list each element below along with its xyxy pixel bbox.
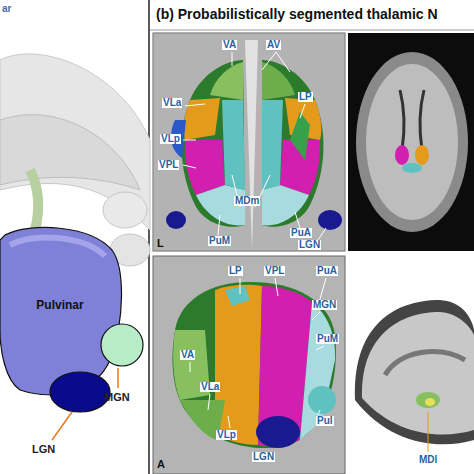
illustration-path bbox=[262, 62, 295, 100]
illustration-rect bbox=[153, 33, 345, 251]
figure-title: (b) Probabilistically segmented thalamic… bbox=[156, 6, 438, 22]
illustration-path bbox=[300, 302, 335, 440]
illustration-line bbox=[262, 52, 276, 70]
illustration-line bbox=[117, 368, 119, 388]
illustration-line bbox=[318, 228, 326, 240]
illustration-line bbox=[318, 410, 320, 415]
illustration-path bbox=[262, 185, 309, 225]
illustration-ellipse bbox=[395, 145, 409, 165]
illustration-rect bbox=[150, 0, 474, 30]
illustration-path bbox=[185, 140, 225, 195]
illustration-path bbox=[0, 54, 150, 230]
nucleus-label: PuA bbox=[316, 266, 338, 276]
illustration-circle bbox=[101, 324, 143, 366]
illustration-line bbox=[218, 215, 220, 235]
nucleus-label: VA bbox=[180, 350, 195, 360]
nucleus-label: VLa bbox=[200, 382, 220, 392]
illustration-line bbox=[428, 412, 429, 452]
illustration-path bbox=[400, 90, 424, 150]
illustration-rect bbox=[153, 33, 345, 251]
nucleus-label: LGN bbox=[252, 452, 275, 462]
illustration-path bbox=[225, 286, 250, 306]
illustration-path bbox=[0, 227, 122, 394]
illustration-path bbox=[385, 352, 465, 375]
illustration-ellipse bbox=[425, 398, 435, 406]
nucleus-label: MDm bbox=[234, 196, 260, 206]
nucleus-label: VLp bbox=[216, 430, 237, 440]
illustration-rect bbox=[0, 0, 150, 474]
illustration-path bbox=[222, 100, 245, 190]
nucleus-label: MGN bbox=[104, 392, 130, 403]
nucleus-label: LGN bbox=[298, 240, 321, 250]
illustration-line bbox=[190, 362, 191, 372]
illustration-ellipse bbox=[415, 145, 429, 165]
nucleus-label: MDl bbox=[418, 455, 438, 465]
illustration-ellipse bbox=[256, 416, 300, 448]
illustration-ellipse bbox=[356, 52, 468, 232]
illustration-path bbox=[210, 62, 243, 100]
illustration-line bbox=[52, 412, 72, 440]
illustration-path bbox=[215, 285, 262, 445]
nucleus-label: Pul bbox=[316, 416, 334, 426]
nucleus-label: AV bbox=[266, 40, 281, 50]
nucleus-label: VA bbox=[222, 40, 237, 50]
nucleus-label: PuM bbox=[208, 236, 231, 246]
illustration-path bbox=[30, 170, 38, 230]
illustration-path bbox=[362, 312, 474, 435]
illustration-line bbox=[183, 140, 196, 141]
illustration-rect bbox=[348, 33, 474, 251]
illustration-line bbox=[148, 0, 150, 474]
illustration-path bbox=[10, 237, 105, 256]
pulvinar-region: Pulvinar bbox=[12, 290, 108, 320]
nucleus-label: LP bbox=[228, 266, 243, 276]
illustration-path bbox=[262, 100, 283, 190]
illustration-path bbox=[245, 40, 258, 250]
illustration-line bbox=[276, 52, 290, 72]
nucleus-label: LP bbox=[298, 92, 313, 102]
illustration-ellipse bbox=[366, 64, 458, 220]
illustration-line bbox=[300, 104, 305, 118]
nucleus-label: A bbox=[157, 459, 165, 470]
region-label: Pulvinar bbox=[36, 298, 83, 312]
illustration-line bbox=[150, 30, 474, 31]
illustration-ellipse bbox=[50, 372, 110, 412]
illustration-ellipse bbox=[402, 163, 422, 173]
illustration-line bbox=[240, 278, 241, 294]
illustration-ellipse bbox=[318, 210, 342, 230]
illustration-line bbox=[295, 212, 300, 228]
nucleus-label: PuM bbox=[316, 334, 339, 344]
illustration-line bbox=[228, 416, 230, 428]
illustration-path bbox=[262, 60, 323, 227]
illustration-line bbox=[312, 312, 320, 320]
illustration-line bbox=[316, 346, 324, 350]
nucleus-label: PuA bbox=[290, 228, 312, 238]
nucleus-label: MGN bbox=[312, 300, 337, 310]
nucleus-label: ar bbox=[2, 4, 11, 14]
nucleus-label: VLa bbox=[162, 98, 182, 108]
illustration-path bbox=[355, 300, 474, 444]
illustration-line bbox=[275, 278, 278, 296]
illustration-path bbox=[0, 115, 140, 190]
illustration-ellipse bbox=[308, 386, 336, 414]
illustration-rect bbox=[153, 256, 345, 474]
illustration-ellipse bbox=[103, 192, 147, 228]
nucleus-label: VPL bbox=[158, 160, 179, 170]
illustration-line bbox=[183, 165, 196, 168]
illustration-line bbox=[208, 394, 210, 410]
illustration-ellipse bbox=[416, 392, 440, 408]
illustration-path bbox=[290, 112, 310, 160]
nucleus-label: LGN bbox=[32, 444, 55, 455]
illustration-path bbox=[184, 98, 220, 140]
nucleus-label: L bbox=[157, 238, 164, 249]
nucleus-label: VLp bbox=[160, 134, 181, 144]
illustration-rect bbox=[348, 256, 474, 474]
nucleus-label: VPL bbox=[264, 266, 285, 276]
illustration-ellipse bbox=[166, 211, 186, 229]
illustration-line bbox=[185, 104, 205, 106]
illustration-line bbox=[232, 52, 233, 66]
